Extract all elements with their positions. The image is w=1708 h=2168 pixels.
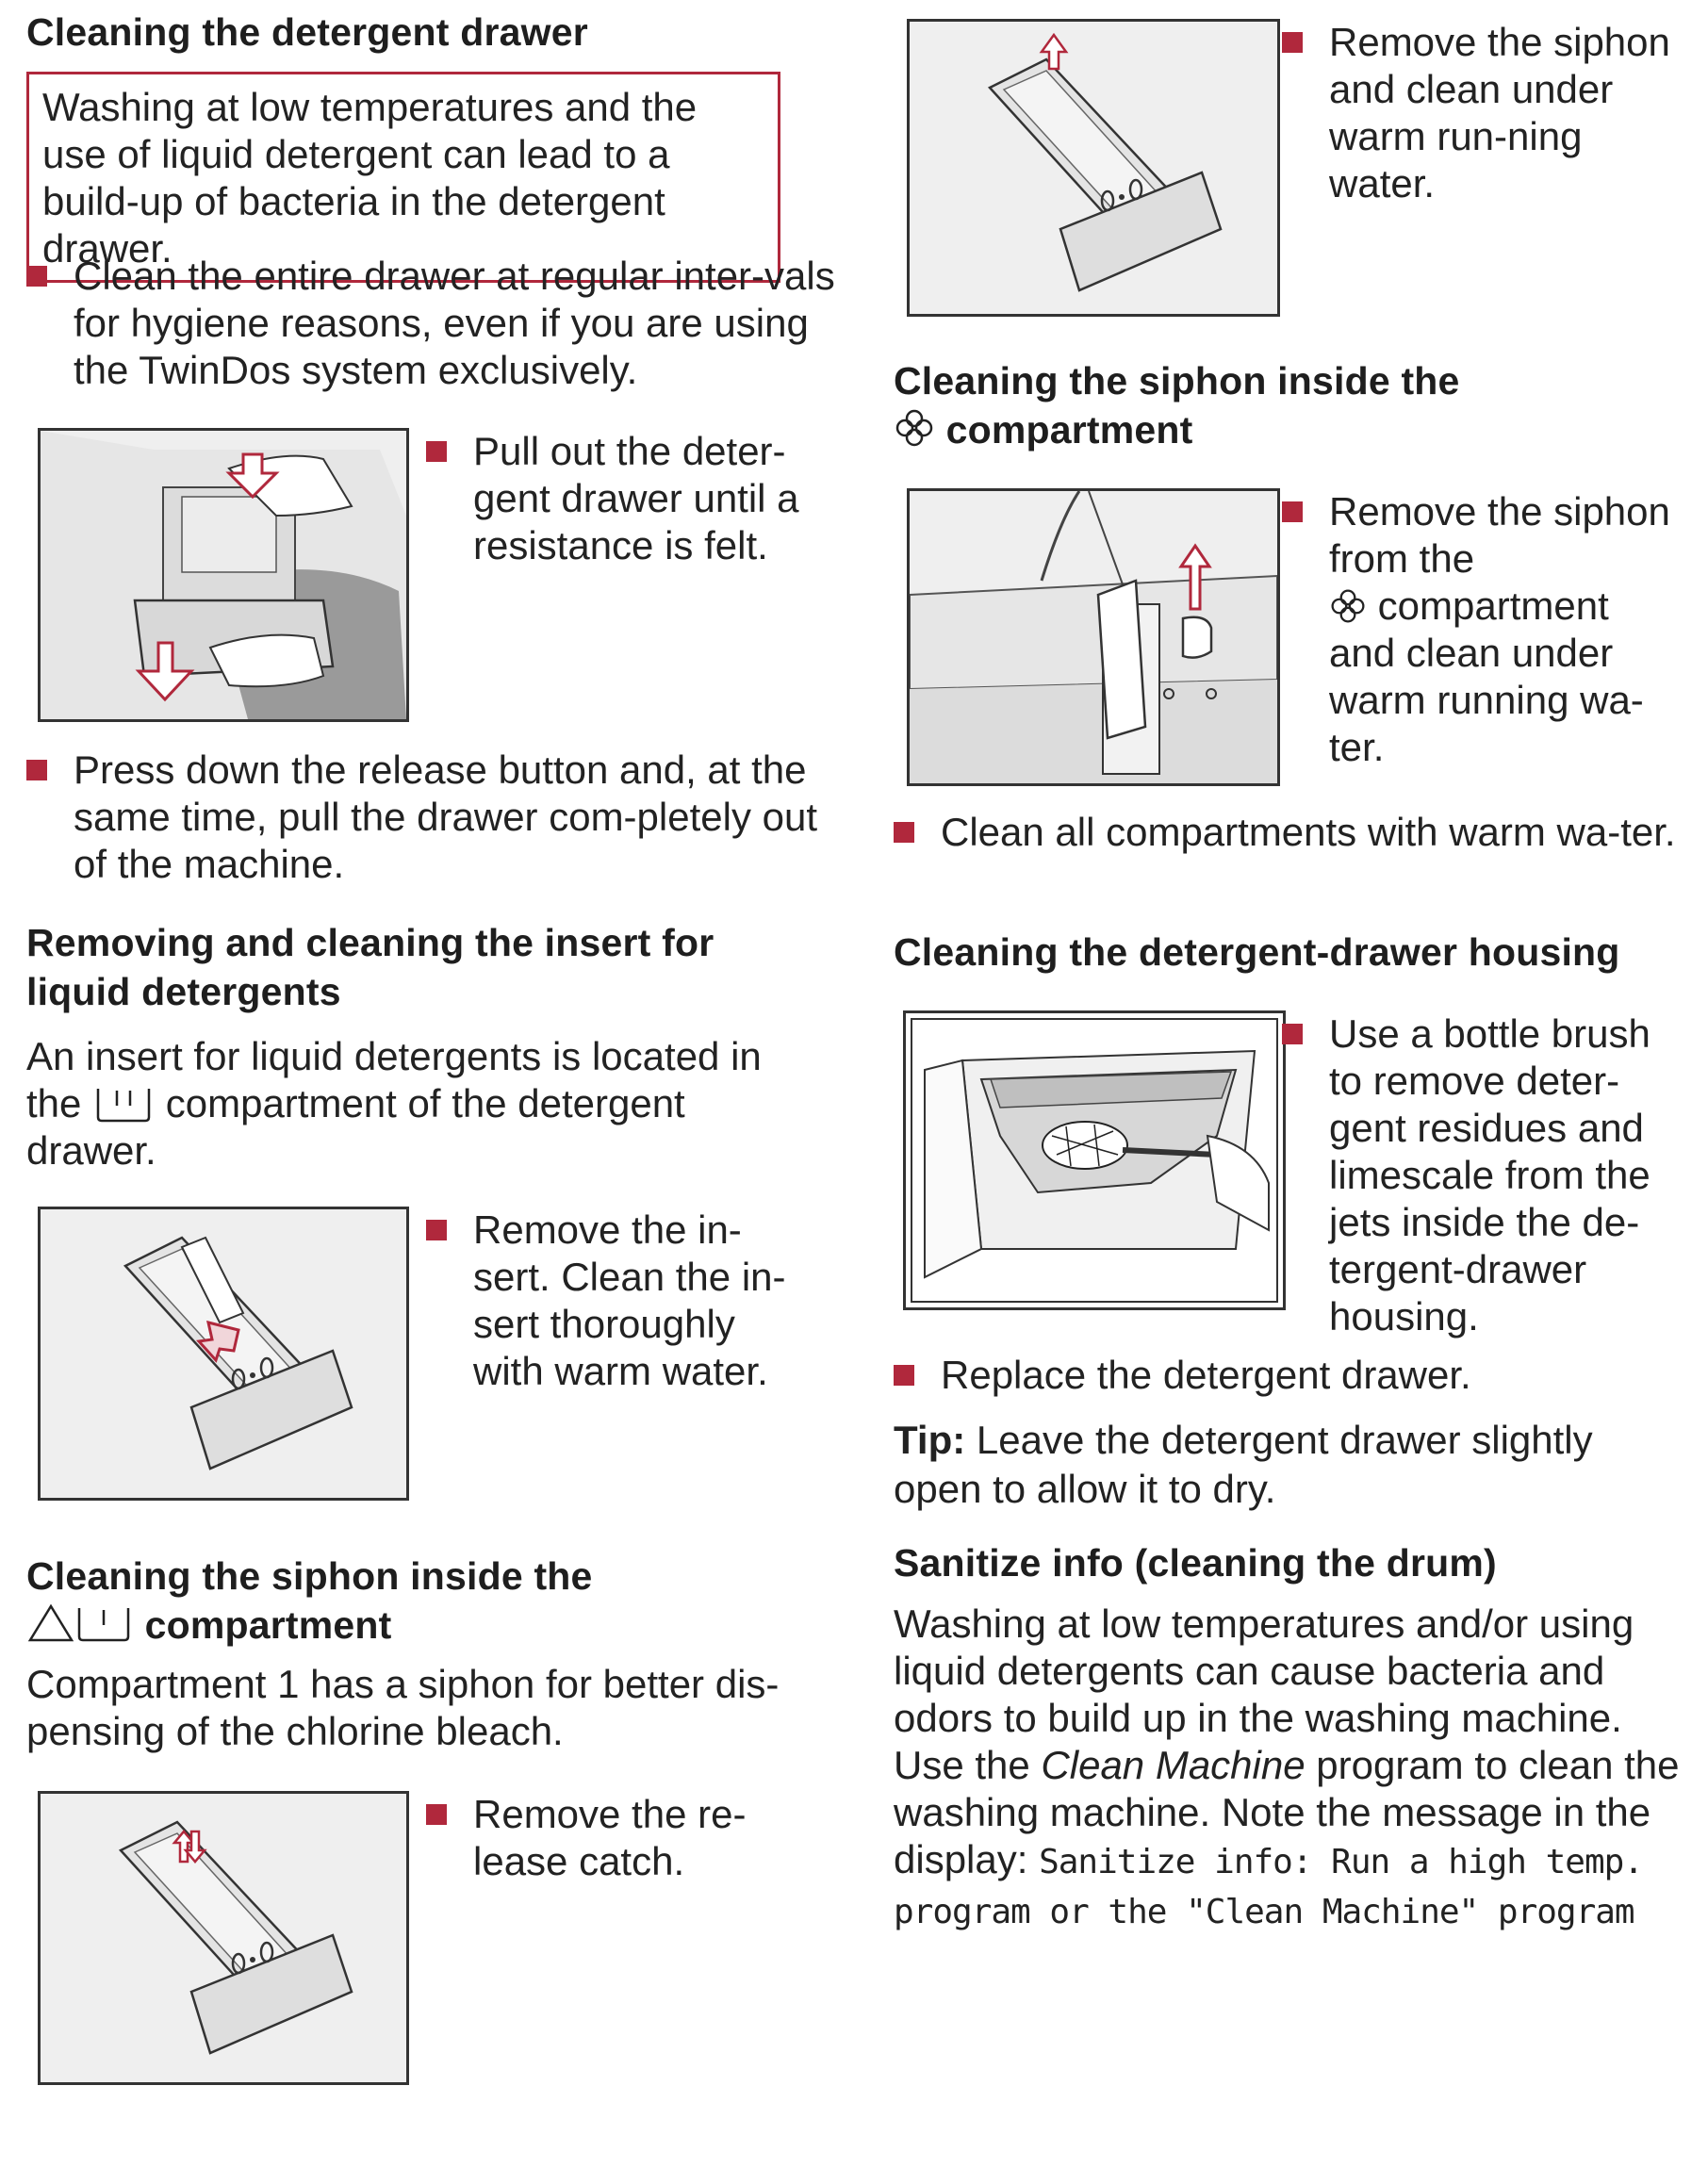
step-pull-drawer: Pull out the deter-gent drawer until a r… (26, 428, 818, 726)
step-remove-siphon: Remove the siphon and clean under warm r… (894, 19, 1685, 317)
tip-label: Tip: (894, 1418, 966, 1462)
heading-siphon-bleach: Cleaning the siphon inside the compartme… (26, 1552, 799, 1650)
heading-line-2: compartment (945, 408, 1193, 452)
bullet-flower-siphon: Remove the siphon from the compartment a… (1282, 488, 1678, 771)
fabric-softener-flower-icon (1329, 587, 1367, 625)
step-text: Remove the re-lease catch. (426, 1791, 803, 1885)
figure-remove-insert (38, 1207, 409, 1501)
bullet-text-a: Remove the siphon from the (1329, 489, 1670, 581)
step-text: Remove the siphon and clean under warm r… (1282, 19, 1678, 207)
bullet-square-icon (1282, 501, 1303, 522)
bullet-square-icon (26, 760, 47, 780)
fabric-softener-flower-icon (894, 407, 935, 449)
bullet-square-icon (426, 1804, 447, 1825)
step-remove-insert: Remove the in-sert. Clean the in-sert th… (26, 1207, 818, 1504)
figure-release-catch (38, 1791, 409, 2085)
bullet-clean-all: Clean all compartments with warm wa-ter. (894, 809, 1695, 856)
heading-line-1: Removing and cleaning the insert for (26, 921, 714, 964)
bleach-triangle-icon (26, 1602, 75, 1644)
bullet-text: Clean all compartments with warm wa-ter. (941, 810, 1676, 854)
heading-line-1: Cleaning the siphon inside the (894, 359, 1460, 402)
bullet-bottle-brush: Use a bottle brush to remove deter-gent … (1282, 1010, 1678, 1340)
bullet-square-icon (1282, 1024, 1303, 1044)
bullet-square-icon (26, 266, 47, 287)
heading-housing: Cleaning the detergent-drawer housing (894, 930, 1620, 974)
heading-line-2: liquid detergents (26, 970, 341, 1013)
liquid-compartment-icon (75, 1602, 134, 1644)
insert-para-b: compartment of the detergent drawer. (26, 1081, 685, 1173)
bullet-square-icon (894, 1365, 914, 1386)
bullet-text: Pull out the deter-gent drawer until a r… (473, 429, 799, 567)
heading-siphon-flower: Cleaning the siphon inside the compartme… (894, 356, 1667, 454)
bullet-text: Press down the release button and, at th… (74, 747, 817, 886)
step-flower-siphon: Remove the siphon from the compartment a… (894, 488, 1685, 786)
step-text: Remove the siphon from the compartment a… (1282, 488, 1678, 771)
heading-line-1: Cleaning the siphon inside the (26, 1554, 593, 1598)
insert-paragraph: An insert for liquid detergents is locat… (26, 1033, 799, 1174)
insert-para-a: An insert for liquid detergents is locat… (26, 1034, 762, 1125)
sanitize-text-a: Washing at low temperatures and/or using… (894, 1601, 1634, 1787)
bullet-release-catch: Remove the re-lease catch. (426, 1791, 803, 1885)
figure-pull-drawer (38, 428, 409, 722)
bullet-remove-insert: Remove the in-sert. Clean the in-sert th… (426, 1207, 803, 1395)
bullet-replace-drawer: Replace the detergent drawer. (894, 1352, 1695, 1399)
step-text: Pull out the deter-gent drawer until a r… (426, 428, 803, 569)
sanitize-text-b: program to clean the washing machine. No… (894, 1743, 1680, 1881)
bullet-text-b: compartment and clean under warm running… (1329, 583, 1644, 769)
bullet-clean-entire: Clean the entire drawer at regular inter… (26, 253, 846, 394)
bullet-text: Remove the in-sert. Clean the in-sert th… (473, 1207, 786, 1393)
bullet-square-icon (426, 1220, 447, 1240)
heading-cleaning-drawer: Cleaning the detergent drawer (26, 10, 588, 54)
bullet-text: Replace the detergent drawer. (941, 1353, 1471, 1397)
bullet-press-release: Press down the release button and, at th… (26, 747, 846, 888)
bullet-square-icon (894, 822, 914, 843)
heading-removing-insert: Removing and cleaning the insert for liq… (26, 918, 799, 1016)
liquid-compartment-icon (92, 1085, 155, 1123)
bullet-text: Remove the siphon and clean under warm r… (1329, 20, 1670, 205)
step-text: Remove the in-sert. Clean the in-sert th… (426, 1207, 803, 1395)
bullet-text: Remove the re-lease catch. (473, 1792, 747, 1883)
warning-box: Washing at low temperatures and the use … (26, 72, 780, 283)
step-bottle-brush: Use a bottle brush to remove deter-gent … (894, 1010, 1685, 1339)
program-name: Clean Machine (1041, 1743, 1306, 1787)
display-message: Sanitize info: Run a high temp. program … (894, 1843, 1644, 1931)
bullet-remove-siphon: Remove the siphon and clean under warm r… (1282, 19, 1678, 207)
bullet-text: Clean the entire drawer at regular inter… (74, 254, 835, 392)
bullet-pull: Pull out the deter-gent drawer until a r… (426, 428, 803, 569)
heading-line-2: compartment (144, 1603, 392, 1647)
siphon-paragraph: Compartment 1 has a siphon for better di… (26, 1662, 780, 1753)
tip-text: Leave the detergent drawer slightly open… (894, 1418, 1593, 1511)
figure-bottle-brush (903, 1010, 1286, 1310)
tip-paragraph: Tip: Leave the detergent drawer slightly… (894, 1416, 1667, 1514)
sanitize-paragraph: Washing at low temperatures and/or using… (894, 1601, 1685, 1936)
figure-flower-siphon (907, 488, 1280, 786)
bullet-square-icon (426, 441, 447, 462)
step-text: Use a bottle brush to remove deter-gent … (1282, 1010, 1678, 1340)
bullet-square-icon (1282, 32, 1303, 53)
figure-remove-siphon (907, 19, 1280, 317)
bullet-text: Use a bottle brush to remove deter-gent … (1329, 1011, 1651, 1339)
heading-sanitize: Sanitize info (cleaning the drum) (894, 1541, 1497, 1585)
step-release-catch: Remove the re-lease catch. (26, 1791, 818, 2089)
